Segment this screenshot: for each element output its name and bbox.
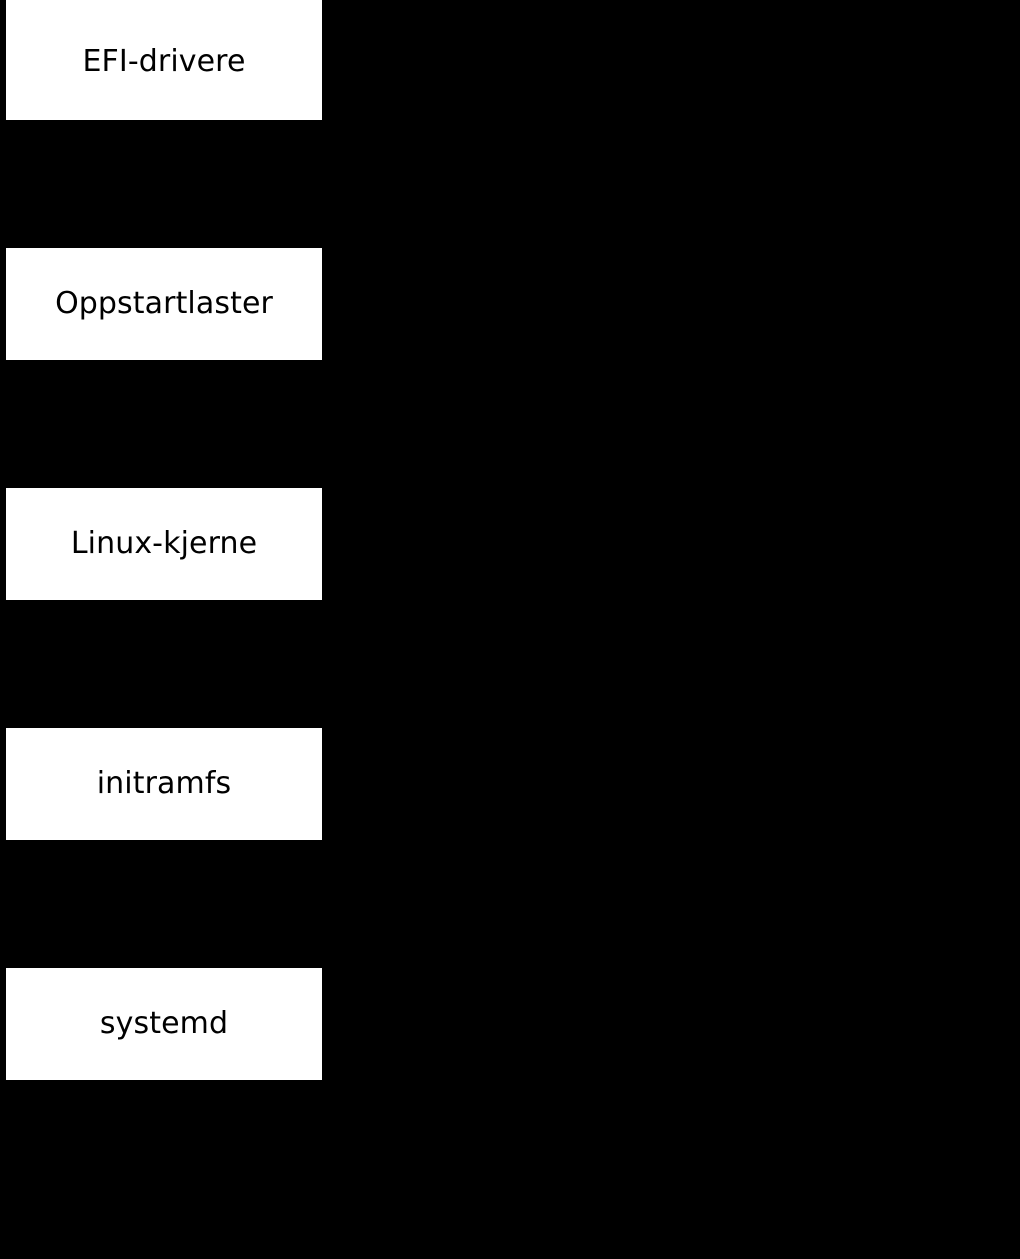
stage-box-efi-drivere[interactable]: EFI-drivere xyxy=(6,0,322,120)
stage-label: systemd xyxy=(99,1006,229,1041)
stage-label: initramfs xyxy=(96,766,232,801)
stage-box-systemd[interactable]: systemd xyxy=(6,968,322,1080)
stage-box-oppstartlaster[interactable]: Oppstartlaster xyxy=(6,248,322,360)
stage-label: Oppstartlaster xyxy=(55,286,273,321)
stage-box-initramfs[interactable]: initramfs xyxy=(6,728,322,840)
stage-box-linux-kjerne[interactable]: Linux-kjerne xyxy=(6,488,322,600)
stage-label: EFI-drivere xyxy=(82,44,246,79)
stage-label: Linux-kjerne xyxy=(70,526,258,561)
